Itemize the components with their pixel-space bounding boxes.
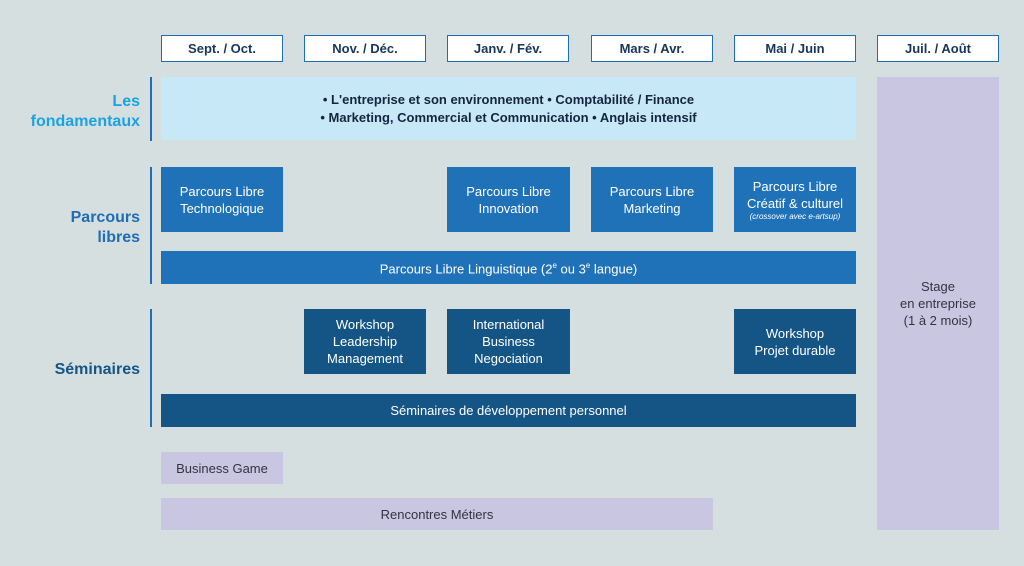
parcours-creatif-box: Parcours Libre Créatif & culturel (cross… xyxy=(734,167,856,232)
workshop-durable-line2: Projet durable xyxy=(754,342,836,358)
parcours-linguistique-label: Parcours Libre Linguistique (2e ou 3e la… xyxy=(380,257,638,277)
row-label-seminaires-line1: Séminaires xyxy=(54,361,140,378)
parcours-creatif-line2: Créatif & culturel xyxy=(746,195,844,211)
workshop-leadership-line2: Leadership xyxy=(332,334,398,349)
workshop-leadership-box: Workshop Leadership Management xyxy=(304,309,426,374)
parcours-innovation-line1: Parcours Libre xyxy=(466,183,551,199)
linguistique-text-part2: ou 3 xyxy=(556,261,586,277)
linguistique-text-part1: Parcours Libre Linguistique (2 xyxy=(379,261,553,277)
fondamentaux-line2: • Marketing, Commercial et Communication… xyxy=(320,109,697,125)
month-header-mai-juin: Mai / Juin xyxy=(734,35,856,62)
month-header-sept-oct: Sept. / Oct. xyxy=(161,35,283,62)
international-business-box: International Business Negociation xyxy=(447,309,570,374)
parcours-technologique-box: Parcours Libre Technologique xyxy=(161,167,283,232)
international-business-line3: Negociation xyxy=(474,351,543,366)
workshop-durable-line1: Workshop xyxy=(765,325,825,341)
workshop-projet-durable-box: Workshop Projet durable xyxy=(734,309,856,374)
stage-line1: Stage xyxy=(921,279,955,294)
parcours-linguistique-box: Parcours Libre Linguistique (2e ou 3e la… xyxy=(161,251,856,284)
month-header-nov-dec: Nov. / Déc. xyxy=(304,35,426,62)
international-business-line2: Business xyxy=(482,334,535,349)
parcours-marketing-box: Parcours Libre Marketing xyxy=(591,167,713,232)
stage-line2: en entreprise xyxy=(900,296,976,311)
month-header-janv-fev: Janv. / Fév. xyxy=(447,35,569,62)
linguistique-text-part3: langue) xyxy=(590,261,638,277)
linguistique-sup2: e xyxy=(585,261,591,271)
parcours-creatif-note: (crossover avec e-artsup) xyxy=(749,211,841,221)
business-game-box: Business Game xyxy=(161,452,283,484)
separator-seminaires xyxy=(150,309,152,427)
workshop-leadership-line1: Workshop xyxy=(335,317,395,332)
month-header-juil-aout: Juil. / Août xyxy=(877,35,999,62)
parcours-innovation-line2: Innovation xyxy=(478,200,539,216)
row-label-parcours: Parcours libres xyxy=(71,208,140,248)
separator-fondamentaux xyxy=(150,77,152,141)
rencontres-metiers-box: Rencontres Métiers xyxy=(161,498,713,530)
parcours-technologique-line1: Parcours Libre xyxy=(179,183,265,199)
parcours-marketing-line1: Parcours Libre xyxy=(609,183,695,199)
row-label-seminaires: Séminaires xyxy=(55,360,140,380)
linguistique-sup1: e xyxy=(552,261,557,271)
parcours-technologique-line2: Technologique xyxy=(180,200,264,216)
parcours-innovation-box: Parcours Libre Innovation xyxy=(447,167,570,232)
row-label-fondamentaux: Les fondamentaux xyxy=(31,92,140,132)
international-business-line1: International xyxy=(472,317,545,332)
month-header-mars-avr: Mars / Avr. xyxy=(591,35,713,62)
row-label-parcours-line1: Parcours xyxy=(70,209,140,226)
fondamentaux-box: • L'entreprise et son environnement • Co… xyxy=(161,77,856,140)
row-label-fondamentaux-line2: fondamentaux xyxy=(30,113,140,130)
seminaires-developpement-box: Séminaires de développement personnel xyxy=(161,394,856,427)
row-label-parcours-line2: libres xyxy=(97,229,140,246)
parcours-marketing-line2: Marketing xyxy=(623,200,681,216)
parcours-creatif-line1: Parcours Libre xyxy=(752,178,838,194)
separator-parcours xyxy=(150,167,152,284)
workshop-leadership-line3: Management xyxy=(327,351,403,366)
row-label-fondamentaux-line1: Les xyxy=(112,93,140,110)
stage-line3: (1 à 2 mois) xyxy=(903,313,973,328)
fondamentaux-line1: • L'entreprise et son environnement • Co… xyxy=(322,91,695,107)
stage-entreprise-box: Stage en entreprise (1 à 2 mois) xyxy=(877,77,999,530)
